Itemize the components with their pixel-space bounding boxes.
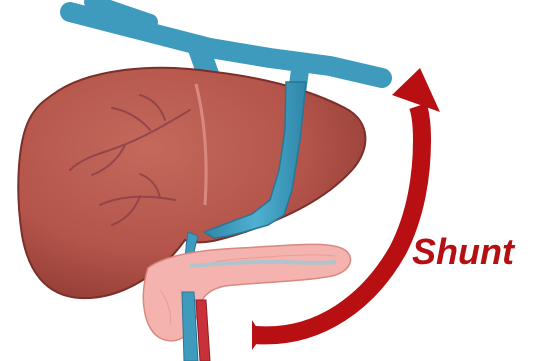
lower-vessel — [182, 292, 210, 361]
arrow-head-icon — [392, 68, 440, 112]
shunt-label: Shunt — [412, 232, 514, 272]
